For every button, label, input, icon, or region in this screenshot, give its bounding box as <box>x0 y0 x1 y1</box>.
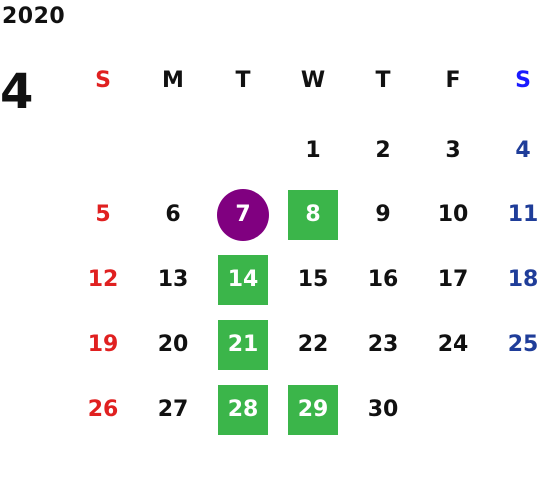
today-marker <box>217 189 269 241</box>
weekday-header: S <box>515 68 531 93</box>
weekday-header: M <box>162 68 184 93</box>
day-cell[interactable]: 3 <box>445 138 461 163</box>
event-highlight <box>218 255 268 305</box>
day-cell[interactable]: 26 <box>87 397 119 422</box>
today-cell[interactable]: 7 <box>235 202 251 227</box>
day-cell[interactable]: 19 <box>87 332 119 357</box>
day-cell[interactable]: 10 <box>437 202 469 227</box>
day-cell[interactable]: 17 <box>437 267 469 292</box>
day-cell[interactable]: 12 <box>87 267 119 292</box>
event-highlight <box>218 385 268 435</box>
event-highlight <box>288 190 338 240</box>
day-cell[interactable]: 29 <box>297 397 329 422</box>
day-cell[interactable]: 4 <box>515 138 531 163</box>
day-cell[interactable]: 13 <box>157 267 189 292</box>
day-cell[interactable]: 11 <box>507 202 539 227</box>
weekday-header: W <box>300 68 326 93</box>
day-cell[interactable]: 1 <box>305 138 321 163</box>
year-label: 2020 <box>2 4 66 29</box>
day-cell[interactable]: 25 <box>507 332 539 357</box>
month-label: 4 <box>0 64 34 120</box>
day-cell[interactable]: 21 <box>227 332 259 357</box>
day-cell[interactable]: 6 <box>165 202 181 227</box>
day-cell[interactable]: 18 <box>507 267 539 292</box>
day-cell[interactable]: 5 <box>95 202 111 227</box>
weekday-header: T <box>375 68 391 93</box>
day-cell[interactable]: 14 <box>227 267 259 292</box>
day-cell[interactable]: 22 <box>297 332 329 357</box>
day-cell[interactable]: 24 <box>437 332 469 357</box>
event-highlight <box>288 385 338 435</box>
day-cell[interactable]: 30 <box>367 397 399 422</box>
day-cell[interactable]: 20 <box>157 332 189 357</box>
day-cell[interactable]: 8 <box>305 202 321 227</box>
weekday-header: F <box>445 68 461 93</box>
day-cell[interactable]: 23 <box>367 332 399 357</box>
weekday-header: S <box>95 68 111 93</box>
day-cell[interactable]: 28 <box>227 397 259 422</box>
day-cell[interactable]: 15 <box>297 267 329 292</box>
day-cell[interactable]: 27 <box>157 397 189 422</box>
weekday-header: T <box>235 68 251 93</box>
event-highlight <box>218 320 268 370</box>
day-cell[interactable]: 16 <box>367 267 399 292</box>
day-cell[interactable]: 2 <box>375 138 391 163</box>
day-cell[interactable]: 9 <box>375 202 391 227</box>
